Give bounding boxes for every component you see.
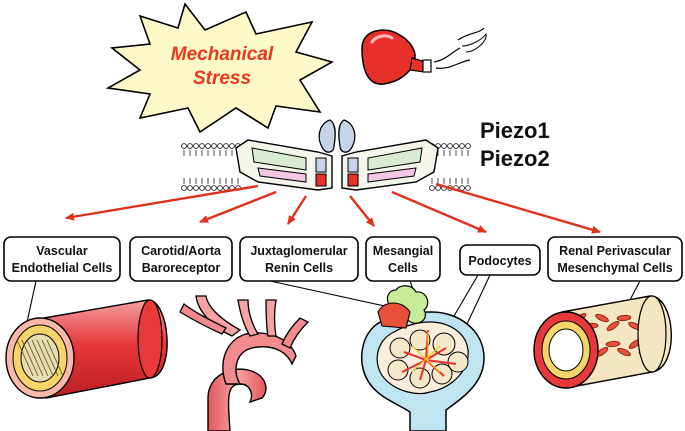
label-baroreceptor-line2: Baroreceptor bbox=[142, 261, 221, 275]
label-mesangial-line2: Cells bbox=[388, 261, 418, 275]
label-perivascular-line1: Renal Perivascular bbox=[559, 244, 671, 258]
label-box-baroreceptor: Carotid/Aorta Baroreceptor bbox=[129, 236, 233, 282]
stress-label-line2: Stress bbox=[193, 68, 251, 89]
signal-arrows bbox=[65, 182, 601, 234]
label-box-perivascular: Renal Perivascular Mesenchymal Cells bbox=[547, 236, 683, 282]
label-box-mesangial: Mesangial Cells bbox=[365, 236, 441, 282]
label-baroreceptor-line1: Carotid/Aorta bbox=[141, 244, 222, 258]
arrow-to-podocytes bbox=[391, 190, 487, 234]
blood-vessel-icon bbox=[5, 299, 168, 399]
inflating-balloon-icon bbox=[361, 27, 487, 85]
arrow-to-endothelial bbox=[65, 184, 259, 221]
label-podocytes: Podocytes bbox=[468, 254, 531, 268]
label-box-podocytes: Podocytes bbox=[459, 244, 541, 276]
piezo-channel-icon bbox=[235, 119, 439, 191]
perivascular-vessel-icon bbox=[533, 295, 672, 389]
label-juxtaglomerular-line1: Juxtaglomerular bbox=[250, 244, 347, 258]
label-juxtaglomerular-line2: Renin Cells bbox=[265, 261, 333, 275]
label-endothelial-line2: Endothelial Cells bbox=[12, 261, 113, 275]
label-mesangial-line1: Mesangial bbox=[373, 244, 433, 258]
piezo1-label: Piezo1 bbox=[480, 118, 550, 143]
starburst-icon bbox=[105, 2, 335, 134]
arrow-to-mesangial bbox=[349, 195, 375, 227]
piezo2-label: Piezo2 bbox=[480, 146, 550, 171]
label-endothelial-line1: Vascular bbox=[36, 244, 88, 258]
stress-label-line1: Mechanical bbox=[171, 44, 274, 65]
glomerulus-icon bbox=[361, 285, 485, 431]
label-box-juxtaglomerular: Juxtaglomerular Renin Cells bbox=[239, 236, 359, 282]
arrow-to-perivascular bbox=[435, 182, 601, 234]
aortic-arch-icon bbox=[179, 295, 310, 431]
label-perivascular-line2: Mesenchymal Cells bbox=[557, 261, 672, 275]
arrow-to-juxtaglomerular bbox=[286, 195, 308, 225]
arrow-to-baroreceptor bbox=[199, 190, 277, 224]
label-box-endothelial: Vascular Endothelial Cells bbox=[3, 236, 121, 282]
